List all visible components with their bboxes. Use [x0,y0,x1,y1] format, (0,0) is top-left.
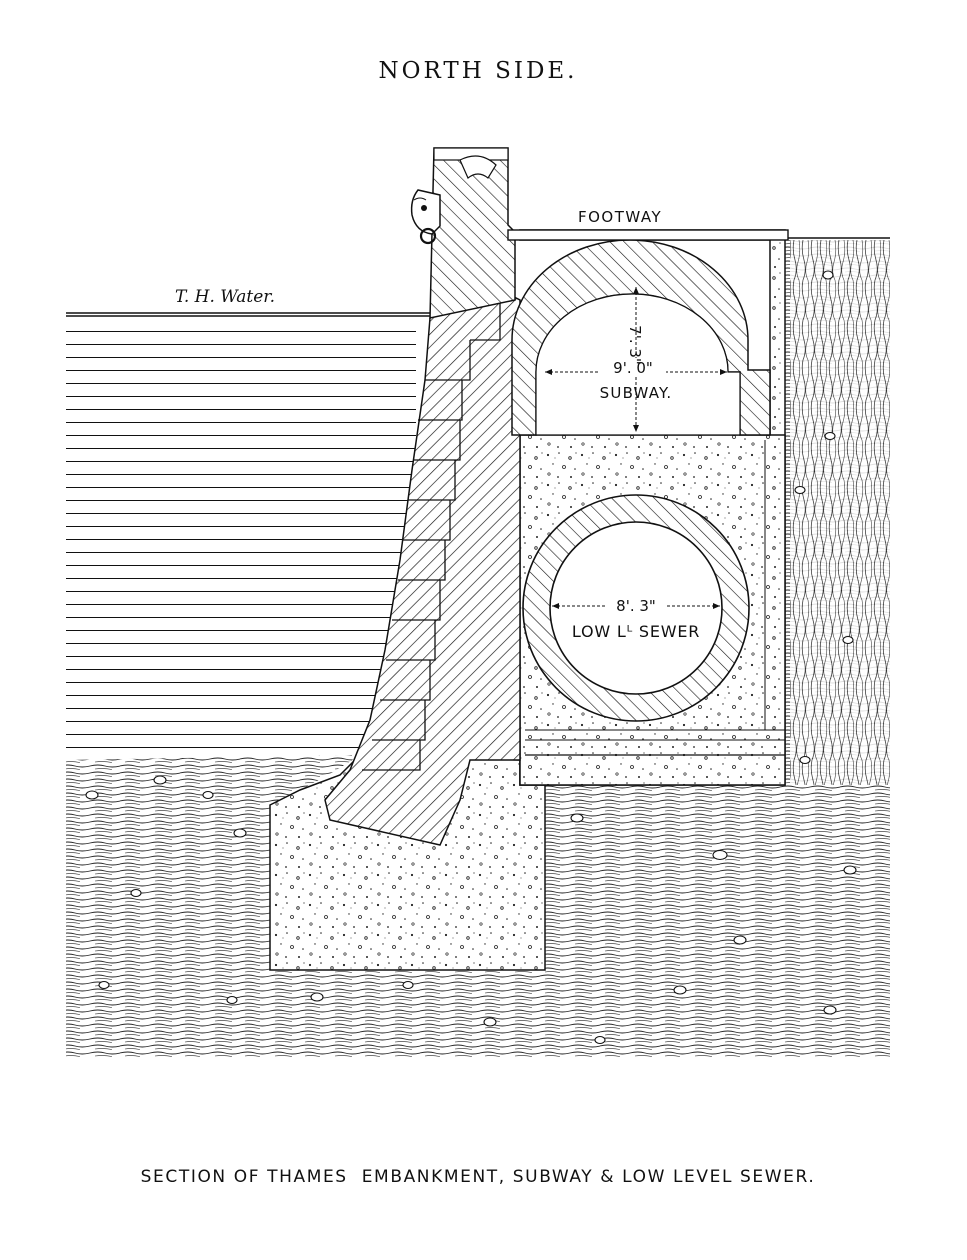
thames-water [66,312,434,758]
subway-label: SUBWAY. [600,384,673,402]
diagram-title: NORTH SIDE. [379,58,578,84]
subway-width-dimension: 9'. 0" [613,359,653,377]
footway-slab [507,229,789,241]
subway-height-dimension: 7'. 3" [626,325,644,365]
wall-stone-courses [362,300,501,771]
diagram-caption: SECTION OF THAMES EMBANKMENT, SUBWAY & L… [141,1167,816,1187]
soil-pebbles [85,270,857,1045]
dimension-arrows [545,287,727,609]
water-level-label: T. H. Water. [175,287,275,307]
ground-soil [270,240,890,1058]
ground-soil-right [790,240,890,785]
sewer-label: LOW Lᴸ SEWER [572,622,700,641]
riverbed-soil [66,755,360,1058]
lion-head-mooring-ring-icon [410,189,441,245]
sewer-diameter-dimension: 8'. 3" [616,597,656,615]
footway-label: FOOTWAY [578,208,662,226]
